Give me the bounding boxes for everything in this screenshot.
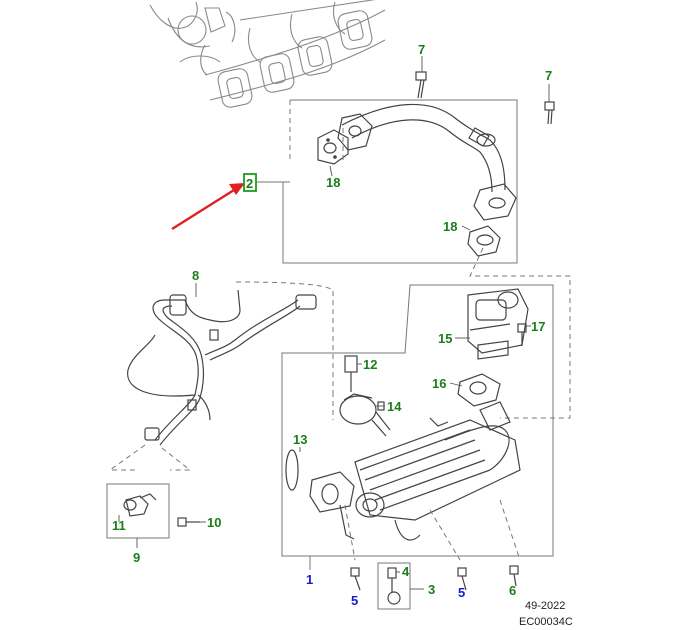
egr-pipe [337,103,517,221]
gasket-18-lower [467,225,501,257]
callout-12[interactable]: 12 [363,357,377,372]
callout-15[interactable]: 15 [438,331,452,346]
sensor-bracket-group [106,483,170,548]
footer-date: 49-2022 [525,600,565,612]
bolt-7-right [544,101,555,125]
callout-7-right[interactable]: 7 [545,68,552,83]
gasket-18-upper [317,129,349,165]
exhaust-manifold-illustration [149,0,386,108]
nut-stud-group [377,562,424,610]
bolt-6 [509,565,519,587]
callout-8[interactable]: 8 [192,268,199,283]
wiring-harness [127,289,317,446]
egr-cooler [354,401,521,541]
footer-code: EC00034C [519,616,573,628]
callout-16[interactable]: 16 [432,376,446,391]
red-pointer-arrow [171,183,245,231]
callout-5-left[interactable]: 5 [351,593,358,608]
callout-3[interactable]: 3 [428,582,435,597]
callout-13[interactable]: 13 [293,432,307,447]
callout-14[interactable]: 14 [387,399,402,414]
callout-9[interactable]: 9 [133,550,140,565]
callout-10[interactable]: 10 [207,515,221,530]
callout-4[interactable]: 4 [402,564,410,579]
bolt-5-right [457,567,467,591]
callout-5-right[interactable]: 5 [458,585,465,600]
egr-pipe-group [257,56,555,264]
highlight-box-2 [243,173,257,192]
callout-2[interactable]: 2 [246,176,253,191]
seal-13 [285,449,299,491]
callout-7-left[interactable]: 7 [418,42,425,57]
bolt-5-left [350,567,361,591]
bypass-actuator [339,393,391,437]
bolt-7-left [415,71,427,99]
diagram-footer: 49-2022 EC00034C [519,600,573,628]
callout-17[interactable]: 17 [531,319,545,334]
inlet-flange [309,471,355,540]
bolt-17 [517,323,527,346]
callout-6[interactable]: 6 [509,583,516,598]
callout-18-lower[interactable]: 18 [443,219,457,234]
gasket-16 [457,373,501,407]
callout-11[interactable]: 11 [112,518,126,533]
callout-labels: 7 7 18 18 2 8 17 15 12 16 14 13 11 10 9 … [112,42,552,608]
callout-1[interactable]: 1 [306,572,313,587]
sensor-12 [344,355,358,392]
callout-18-upper[interactable]: 18 [326,175,340,190]
bolt-10 [177,517,200,527]
